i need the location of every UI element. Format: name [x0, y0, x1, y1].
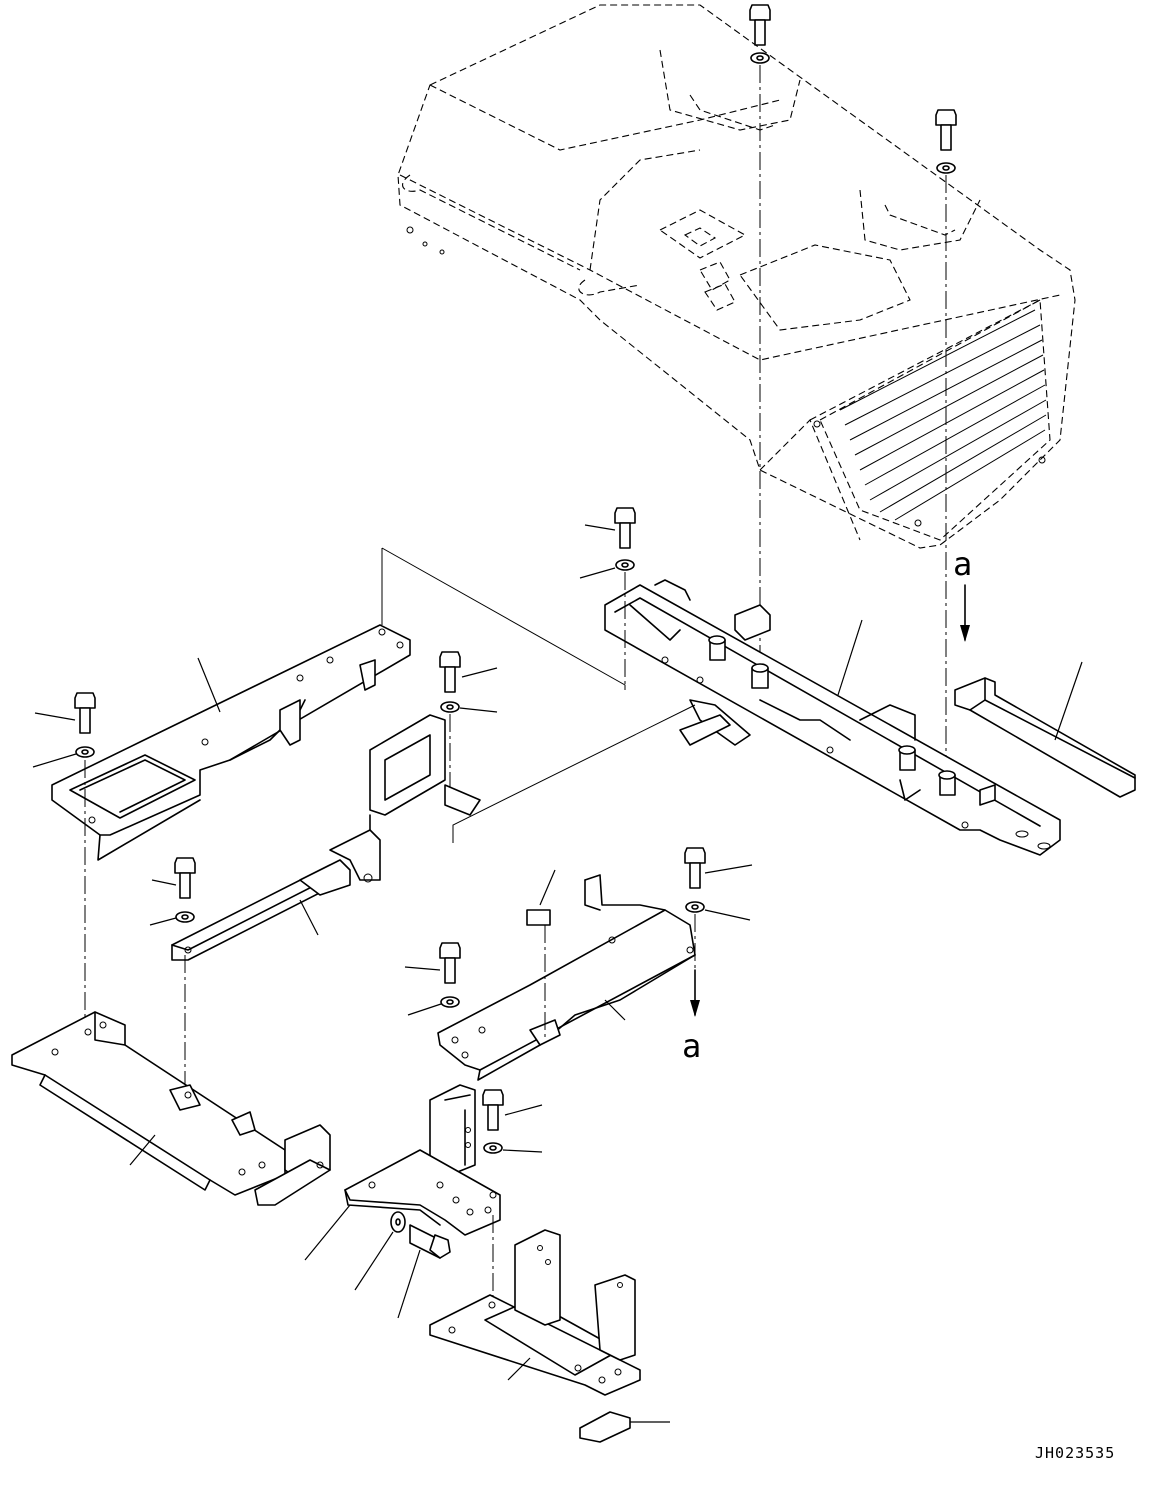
left-lower-bracket [11, 1011, 331, 1206]
middle-frame-rod [171, 714, 481, 961]
bolt-right-rail [579, 507, 636, 685]
top-bolt-2 [935, 109, 957, 174]
view-label-a-bottom: a [682, 1027, 701, 1065]
right-long-rail [604, 579, 1061, 856]
bolt-mid-upper [439, 651, 498, 790]
bolt-middle-rod [149, 857, 196, 1090]
bolt-middle-bracket-right [684, 847, 753, 970]
view-arrow-top [960, 584, 970, 642]
bolt-lower-center-vertical [482, 1089, 543, 1154]
view-label-a-top: a [953, 545, 972, 583]
right-l-rod [954, 661, 1136, 798]
middle-bracket [437, 869, 696, 1081]
bottom-bracket [429, 1229, 641, 1396]
console-cover-phantom [397, 4, 1076, 549]
bottom-pad [579, 1411, 670, 1443]
drawing-code: JH023535 [1035, 1444, 1115, 1462]
phantom-connectors [381, 547, 696, 843]
bolt-lower-horizontal [354, 1211, 451, 1319]
bolt-middle-bracket-left [404, 942, 461, 1016]
top-bolt-1 [749, 4, 771, 64]
grille-slots [819, 299, 1051, 541]
left-upper-bracket [51, 624, 411, 861]
lower-center-bracket [304, 1084, 501, 1300]
view-arrow-bottom [690, 969, 700, 1017]
